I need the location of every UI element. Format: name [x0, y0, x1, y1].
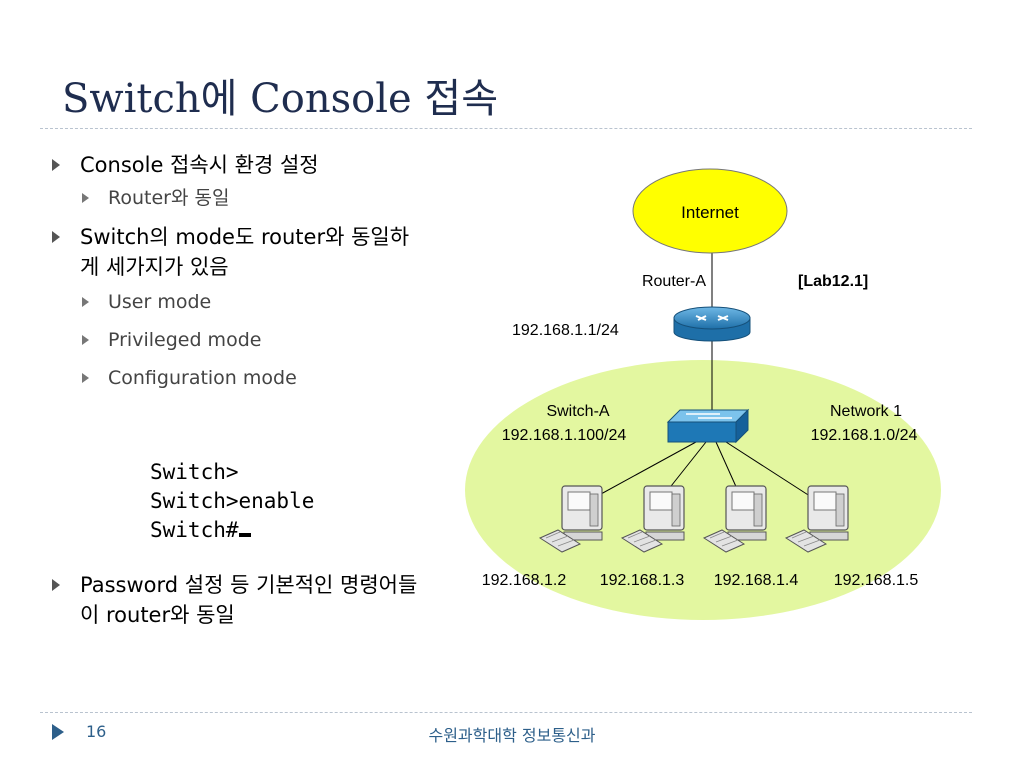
sub-bullet-arrow-icon: [82, 297, 89, 307]
link-switch-pc4: [725, 441, 817, 501]
bullet-text: Switch의 mode도 router와 동일하게 세가지가 있음: [80, 225, 410, 279]
bullet-arrow-icon: [52, 231, 60, 243]
page-number: 16: [86, 722, 107, 741]
lab-label: [Lab12.1]: [798, 273, 868, 290]
sub-bullet-arrow-icon: [82, 373, 89, 383]
sub-bullet-text: User mode: [108, 291, 212, 313]
network-area: [465, 360, 941, 620]
bullet-text: Console 접속시 환경 설정: [80, 153, 319, 177]
cli-line: Switch>enable: [150, 489, 315, 513]
cursor-icon: [238, 533, 251, 537]
cli-line: Switch>: [150, 460, 239, 484]
switch-ip: 192.168.1.100/24: [502, 427, 627, 444]
bullet-arrow-icon: [52, 579, 60, 591]
network-diagram: Internet Router-A [Lab12.1] 192.168.1.1/…: [465, 168, 941, 620]
bullet-password: Password 설정 등 기본적인 명령어들이 router와 동일: [52, 570, 430, 630]
link-switch-pc1: [589, 441, 697, 501]
bullet-text: Password 설정 등 기본적인 명령어들이 router와 동일: [80, 573, 418, 627]
pc1-ip: 192.168.1.2: [482, 572, 567, 589]
switch-name: Switch-A: [546, 403, 609, 420]
bullet-list: Console 접속시 환경 설정 Router와 동일 Switch의 mod…: [52, 150, 422, 402]
sub-bullet: Router와 동일: [52, 184, 422, 212]
sub-bullet: Privileged mode: [52, 326, 422, 354]
title-divider: [40, 128, 972, 129]
cli-prompt-text: Switch#: [150, 518, 239, 542]
bullet-modes: Switch의 mode도 router와 동일하게 세가지가 있음: [52, 222, 422, 282]
sub-bullet-text: Router와 동일: [108, 187, 230, 209]
footer-divider: [40, 712, 972, 713]
sub-bullet-arrow-icon: [82, 193, 89, 203]
sub-bullet: User mode: [52, 288, 422, 316]
sub-bullet-text: Privileged mode: [108, 329, 262, 351]
pc2-ip: 192.168.1.3: [600, 572, 685, 589]
network-name: Network 1: [830, 403, 902, 420]
pc3-ip: 192.168.1.4: [714, 572, 799, 589]
slide-title: Switch에 Console 접속: [62, 76, 499, 122]
cli-line-prompt: Switch#: [150, 516, 314, 545]
switch-icon: [666, 408, 750, 444]
bullet-console: Console 접속시 환경 설정: [52, 150, 422, 180]
router-icon: [673, 306, 751, 342]
network-ip: 192.168.1.0/24: [811, 427, 918, 444]
pc4-ip: 192.168.1.5: [834, 572, 919, 589]
sub-bullet-arrow-icon: [82, 335, 89, 345]
sub-bullet: Configuration mode: [52, 364, 422, 392]
footer-arrow-icon: [52, 724, 64, 740]
router-ip: 192.168.1.1/24: [512, 322, 619, 339]
footer-org: 수원과학대학 정보통신과: [428, 726, 596, 745]
bullet-arrow-icon: [52, 159, 60, 171]
sub-bullet-text: Configuration mode: [108, 367, 297, 389]
internet-cloud: [632, 168, 788, 254]
router-name: Router-A: [642, 273, 706, 290]
internet-label: Internet: [681, 203, 739, 222]
